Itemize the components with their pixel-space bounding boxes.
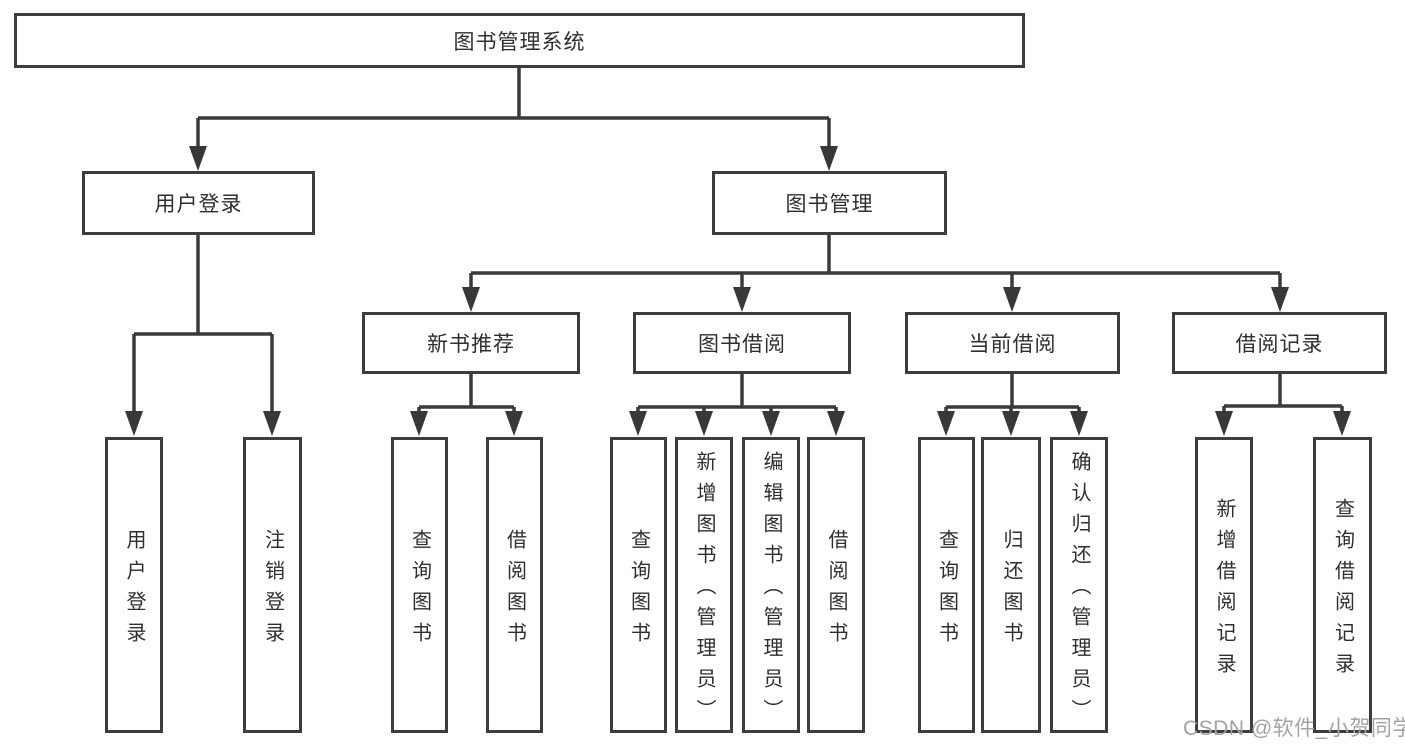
- node-new-book-recommendation: 新书推荐: [362, 312, 580, 374]
- leaf-borrow-books-borrowing: 借阅图书: [807, 437, 865, 733]
- arrowhead-icon: [189, 146, 207, 171]
- connector-borrowing-records: [1215, 374, 1351, 436]
- arrowhead-icon: [263, 411, 281, 436]
- connector-book-management: [462, 235, 1289, 312]
- arrowhead-icon: [1070, 411, 1088, 436]
- leaf-add-borrow-record: 新增借阅记录: [1195, 437, 1253, 733]
- arrowhead-icon: [1271, 287, 1289, 312]
- arrowhead-icon: [505, 411, 523, 436]
- leaf-logout: 注销登录: [243, 437, 302, 733]
- leaf-query-books-borrowing: 查询图书: [610, 437, 667, 733]
- leaf-confirm-return-admin: 确认归还（管理员）: [1050, 437, 1108, 733]
- connector-new-book-recommendation: [410, 374, 523, 436]
- arrowhead-icon: [762, 411, 780, 436]
- connector-root: [189, 68, 838, 171]
- arrowhead-icon: [1215, 411, 1233, 436]
- connector-current-borrowing: [937, 374, 1088, 436]
- leaf-query-books-current: 查询图书: [918, 437, 975, 733]
- leaf-query-books-recommend: 查询图书: [391, 437, 448, 733]
- arrowhead-icon: [629, 411, 647, 436]
- node-user-login: 用户登录: [82, 171, 315, 235]
- arrowhead-icon: [733, 287, 751, 312]
- node-borrowing-records: 借阅记录: [1172, 312, 1387, 374]
- leaf-borrow-books-recommend: 借阅图书: [486, 437, 543, 733]
- leaf-edit-books-admin: 编辑图书（管理员）: [742, 437, 800, 733]
- node-library-management-system: 图书管理系统: [14, 13, 1025, 68]
- arrowhead-icon: [1003, 287, 1021, 312]
- arrowhead-icon: [937, 411, 955, 436]
- leaf-add-books-admin: 新增图书（管理员）: [675, 437, 733, 733]
- arrowhead-icon: [410, 411, 428, 436]
- arrowhead-icon: [1333, 411, 1351, 436]
- node-current-borrowing: 当前借阅: [905, 312, 1120, 374]
- node-book-borrowing: 图书借阅: [633, 312, 851, 374]
- leaf-return-books: 归还图书: [981, 437, 1041, 733]
- arrowhead-icon: [462, 287, 480, 312]
- node-book-management: 图书管理: [712, 171, 947, 235]
- leaf-query-borrow-record: 查询借阅记录: [1313, 437, 1372, 733]
- connector-user-login: [125, 235, 281, 436]
- connector-book-borrowing: [629, 374, 845, 436]
- watermark: CSDN @软件_小贺同学: [1183, 717, 1405, 740]
- leaf-user-login: 用户登录: [105, 437, 163, 733]
- arrowhead-icon: [820, 146, 838, 171]
- arrowhead-icon: [125, 411, 143, 436]
- arrowhead-icon: [827, 411, 845, 436]
- arrowhead-icon: [695, 411, 713, 436]
- arrowhead-icon: [1002, 411, 1020, 436]
